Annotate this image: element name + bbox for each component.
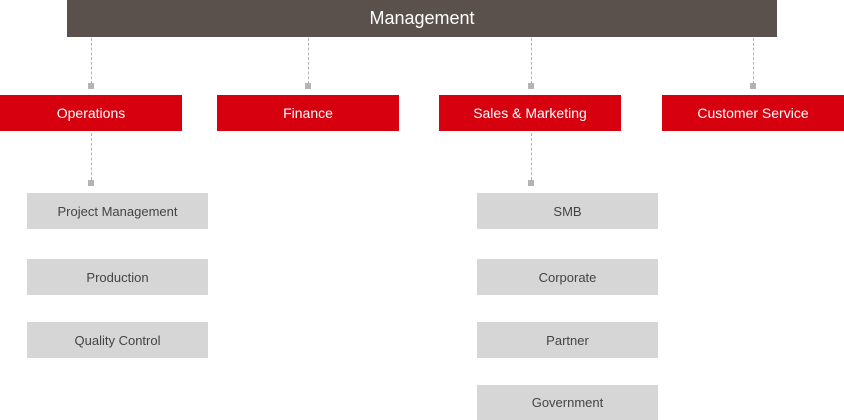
unit-label: Quality Control (74, 332, 161, 348)
unit-label: Corporate (538, 269, 597, 285)
unit-corporate: Corporate (477, 259, 658, 295)
department-label: Finance (283, 105, 333, 121)
department-label: Operations (56, 105, 126, 121)
department-finance: Finance (217, 95, 399, 131)
connector-dot-sales (528, 83, 534, 89)
connector-dot-finance (305, 83, 311, 89)
unit-quality-control: Quality Control (27, 322, 208, 358)
management-node: Management (67, 0, 777, 37)
unit-label: Project Management (57, 203, 178, 219)
unit-label: Partner (546, 332, 589, 348)
unit-smb: SMB (477, 193, 658, 229)
department-customer-service: Customer Service (662, 95, 844, 131)
connector-sales-units (531, 133, 532, 180)
department-label: Sales & Marketing (473, 105, 587, 121)
connector-sales (531, 38, 532, 84)
unit-label: Government (531, 395, 604, 410)
management-label: Management (369, 8, 475, 28)
connector-finance (308, 38, 309, 84)
department-sales-marketing: Sales & Marketing (439, 95, 621, 131)
unit-government: Government (477, 385, 658, 420)
unit-partner: Partner (477, 322, 658, 358)
connector-customer-service (753, 38, 754, 84)
unit-label: Production (86, 269, 149, 285)
unit-project-management: Project Management (27, 193, 208, 229)
connector-dot-operations (88, 83, 94, 89)
unit-label: SMB (553, 203, 582, 219)
connector-dot-operations-units (88, 180, 94, 186)
connector-dot-sales-units (528, 180, 534, 186)
department-operations: Operations (0, 95, 182, 131)
connector-dot-customer-service (750, 83, 756, 89)
connector-operations-units (91, 133, 92, 180)
unit-production: Production (27, 259, 208, 295)
department-label: Customer Service (697, 105, 809, 121)
connector-operations (91, 38, 92, 84)
